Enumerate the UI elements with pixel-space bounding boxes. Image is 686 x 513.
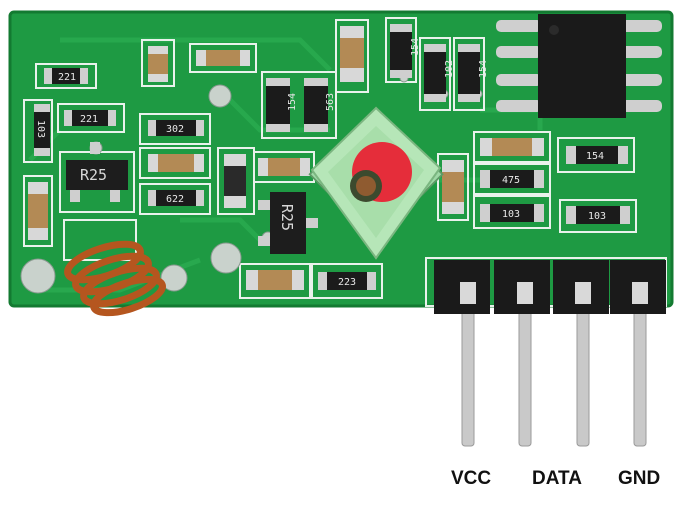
resistor-code: 103	[35, 120, 46, 138]
resistor-code: 103	[588, 211, 606, 222]
header-pin-1	[434, 260, 490, 447]
resistor-code: 154	[410, 38, 421, 56]
resistor-code: 563	[325, 93, 336, 111]
pin-label-gnd: GND	[618, 468, 661, 489]
transistor-mark: R25	[278, 204, 296, 231]
transistor-1: R25	[66, 142, 128, 202]
resistor-code: 154	[478, 60, 489, 78]
pin-header	[434, 260, 666, 447]
resistor-code: 223	[338, 277, 356, 288]
via-pads	[20, 73, 483, 294]
transistor-mark: R25	[80, 166, 107, 184]
pin-label-vcc: VCC	[451, 468, 492, 489]
resistor-code: 622	[166, 194, 184, 205]
transistor-2: R25	[258, 192, 318, 254]
silkscreen-outlines	[23, 17, 667, 307]
resistor-code: 102	[444, 60, 455, 78]
resistor-code: 154	[287, 93, 298, 111]
header-pin-4	[610, 260, 666, 447]
resistor-code: 103	[502, 209, 520, 220]
antenna-coil	[64, 240, 166, 317]
smd-resistors: 221 103 221 302 622 154 563 102 154 154 …	[34, 24, 630, 290]
ic-chip	[496, 14, 662, 118]
resistor-code: 221	[80, 114, 98, 125]
resistor-code: 221	[58, 72, 76, 83]
resistor-code: 302	[166, 124, 184, 135]
resonator	[308, 106, 444, 260]
pin-label-data: DATA	[532, 468, 582, 489]
resistor-code: 475	[502, 175, 520, 186]
smd-capacitors	[28, 26, 544, 290]
svg-text:154: 154	[586, 151, 604, 162]
header-pin-3	[553, 260, 609, 447]
header-pin-2	[494, 260, 550, 447]
